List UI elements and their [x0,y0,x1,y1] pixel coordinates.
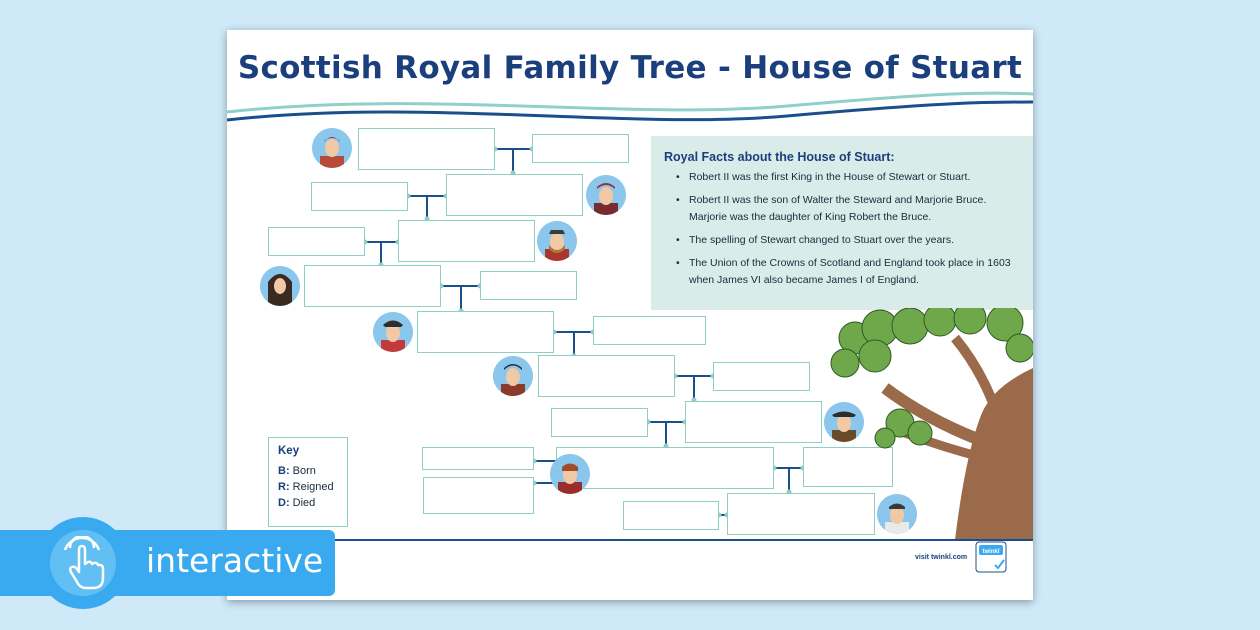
tree-illustration [830,308,1033,540]
monarch-name-box[interactable] [556,447,774,489]
spouse-name-box[interactable] [422,447,534,470]
footer-divider [227,539,1033,541]
key-legend: Key B: Born R: Reigned D: Died [268,437,348,527]
monarch-portrait [824,402,864,442]
fact-item: The spelling of Stewart changed to Stuar… [676,232,1021,249]
monarch-name-box[interactable] [727,493,875,535]
monarch-portrait [877,494,917,534]
visit-link[interactable]: visit twinkl.com [915,554,968,561]
spouse-name-box[interactable] [480,271,577,300]
spouse-name-box[interactable] [532,134,629,163]
key-abbr: D: [278,497,290,509]
fact-item: Robert II was the son of Walter the Stew… [676,192,1021,226]
monarch-name-box[interactable] [685,401,822,443]
fact-item: Robert II was the first King in the Hous… [676,169,1021,186]
spouse-name-box[interactable] [551,408,648,437]
monarch-name-box[interactable] [358,128,495,170]
monarch-portrait [586,175,626,215]
key-meaning: Died [292,497,316,509]
key-row-died: D: Died [278,497,338,509]
spouse-name-box[interactable] [593,316,706,345]
monarch-name-box[interactable] [538,355,675,397]
key-row-born: B: Born [278,465,338,477]
key-abbr: R: [278,481,290,493]
spouse-name-box[interactable] [423,477,534,514]
facts-heading: Royal Facts about the House of Stuart: [664,150,895,164]
interactive-banner-inner-circle [50,530,116,596]
monarch-name-box[interactable] [417,311,554,353]
key-row-reigned: R: Reigned [278,481,338,493]
twinkl-quality-badge: twinkl [975,541,1007,573]
monarch-portrait [493,356,533,396]
monarch-portrait [260,266,300,306]
monarch-name-box[interactable] [304,265,441,307]
monarch-name-box[interactable] [398,220,535,262]
pointer-hand-icon [63,536,105,590]
header-wave [227,91,1033,122]
royal-facts-panel: Royal Facts about the House of Stuart: R… [651,136,1033,310]
key-meaning: Reigned [292,481,334,493]
spouse-name-box[interactable] [623,501,719,530]
key-meaning: Born [292,465,316,477]
monarch-portrait [550,454,590,494]
spouse-name-box[interactable] [713,362,810,391]
interactive-label: interactive [146,541,324,580]
fact-item: The Union of the Crowns of Scotland and … [676,255,1021,289]
monarch-portrait [312,128,352,168]
key-heading: Key [278,445,300,457]
badge-text: twinkl [982,549,999,555]
spouse-name-box[interactable] [268,227,365,256]
monarch-portrait [373,312,413,352]
spouse-name-box[interactable] [311,182,408,211]
family-tree-worksheet: Scottish Royal Family Tree - House of St… [227,30,1033,600]
page-title: Scottish Royal Family Tree - House of St… [237,50,1023,86]
monarch-portrait [537,221,577,261]
monarch-name-box[interactable] [446,174,583,216]
key-abbr: B: [278,465,290,477]
spouse-name-box[interactable] [803,447,893,487]
facts-list: Robert II was the first King in the Hous… [664,169,1021,289]
